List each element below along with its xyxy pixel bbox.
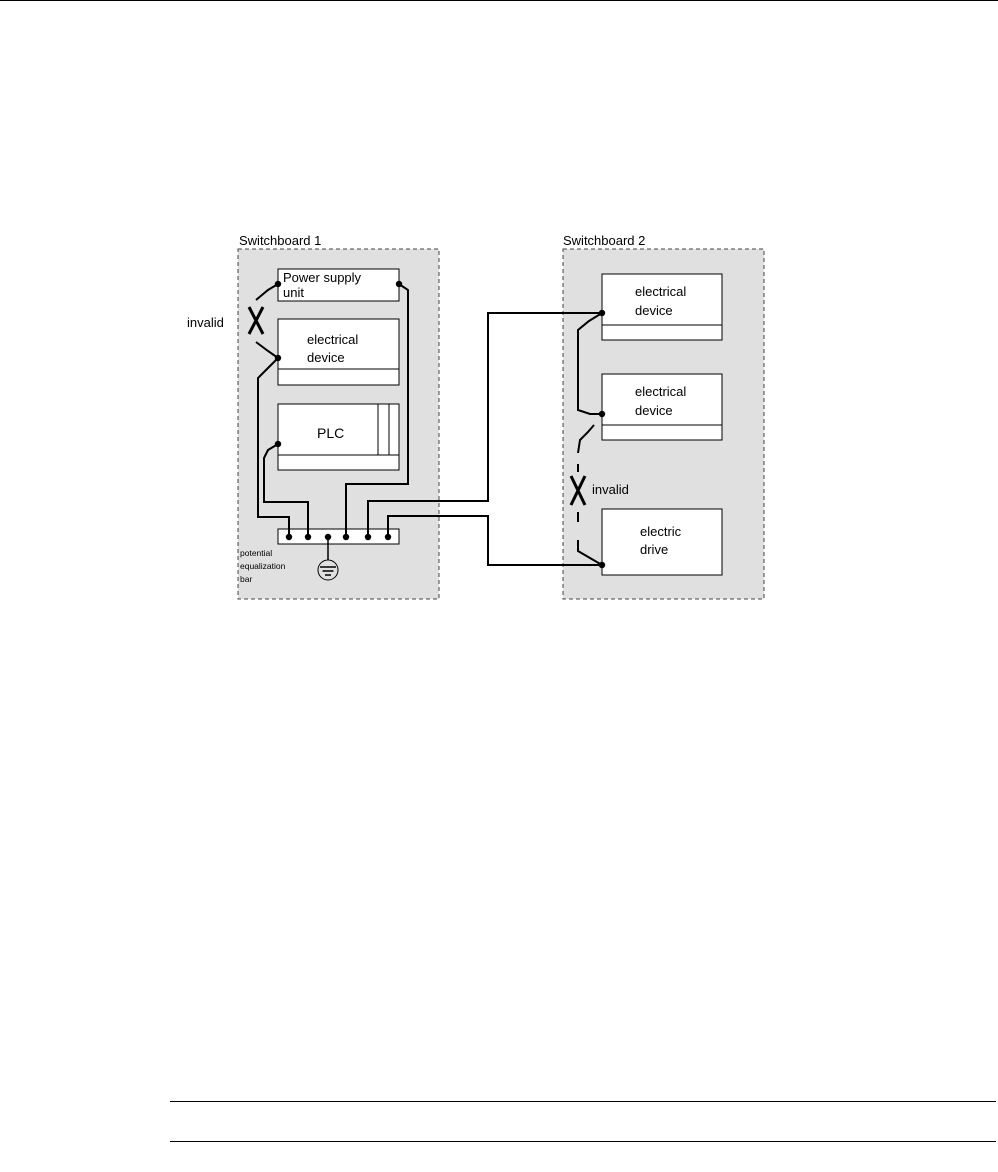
electrical-device-sb1-label-line1: electrical [307, 332, 358, 347]
electrical-device-sb1: electrical device [278, 319, 399, 385]
equalization-bar-label-line2: equalization [240, 561, 286, 571]
plc-label: PLC [317, 425, 344, 441]
dot-bar-3 [343, 534, 349, 540]
dot-device-sb1 [275, 355, 281, 361]
dot-psu-right [396, 281, 402, 287]
electrical-device-sb1-label-line2: device [307, 350, 345, 365]
dot-plc [275, 441, 281, 447]
electrical-device-sb2-1-label-line1: electrical [635, 284, 686, 299]
dot-bar-2 [305, 534, 311, 540]
switchboard-1: Switchboard 1 Power supply unit electric… [187, 233, 439, 599]
electrical-device-sb2-1: electrical device [602, 274, 722, 340]
dot-drive [599, 562, 605, 568]
dot-bar-4 [365, 534, 371, 540]
power-supply-unit: Power supply unit [278, 269, 399, 301]
equalization-bar-label-line1: potential [240, 548, 272, 558]
electric-drive-label-line2: drive [640, 542, 668, 557]
switchboard-2-title: Switchboard 2 [563, 233, 645, 248]
dot-bar-1 [286, 534, 292, 540]
electric-drive-label-line1: electric [640, 524, 682, 539]
dot-device-sb2-1 [599, 310, 605, 316]
power-supply-unit-label-line1: Power supply [283, 270, 362, 285]
switchboard-2: Switchboard 2 electrical device electric… [563, 233, 764, 599]
invalid-label-sb1: invalid [187, 315, 224, 330]
dot-bar-5 [385, 534, 391, 540]
dot-bar-ground [325, 534, 331, 540]
invalid-label-sb2: invalid [592, 482, 629, 497]
electrical-device-sb2-2-label-line1: electrical [635, 384, 686, 399]
electrical-device-sb2-2-label-line2: device [635, 403, 673, 418]
electrical-device-sb2-1-label-line2: device [635, 303, 673, 318]
power-supply-unit-label-line2: unit [283, 285, 304, 300]
switchboard-1-title: Switchboard 1 [239, 233, 321, 248]
electric-drive: electric drive [602, 509, 722, 575]
footer-rule-upper [170, 1101, 996, 1102]
plc: PLC [278, 404, 399, 470]
equalization-bar-label-line3: bar [240, 574, 252, 584]
electrical-device-sb2-2: electrical device [602, 374, 722, 440]
footer-rule-lower [170, 1141, 996, 1142]
dot-psu-left [275, 281, 281, 287]
dot-device-sb2-2 [599, 411, 605, 417]
equalization-bar-box [278, 529, 399, 544]
